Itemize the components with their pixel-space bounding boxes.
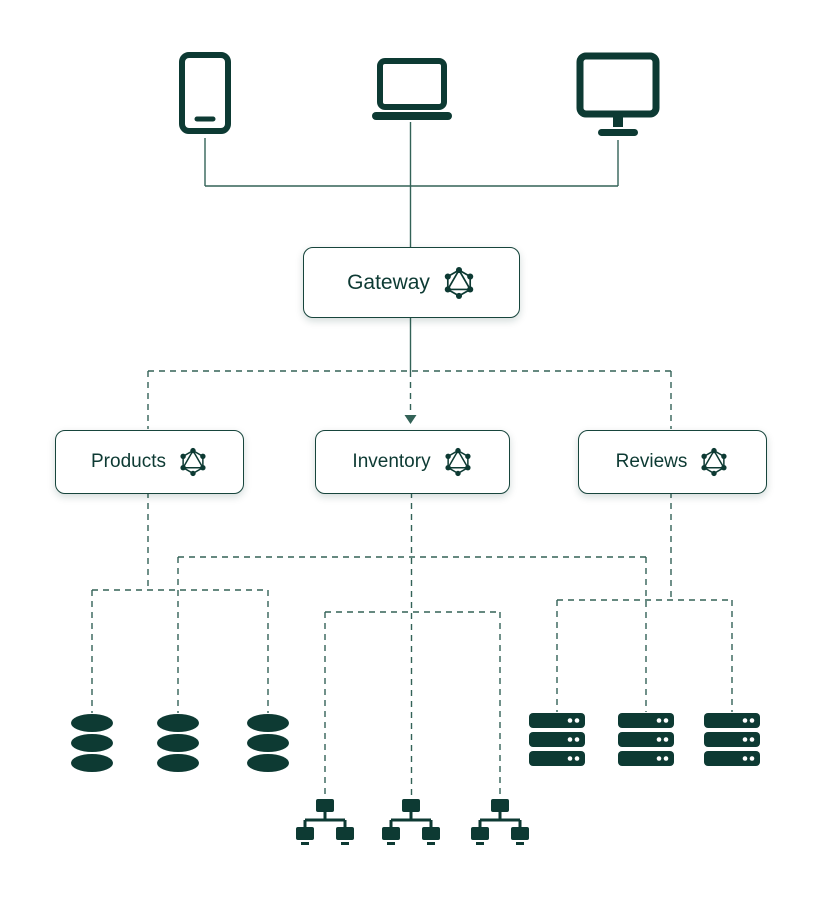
database-icon [245,714,291,772]
database-icon [155,714,201,772]
gateway-label: Gateway [347,270,430,294]
tablet-icon [177,52,233,138]
lan-network-icon [294,799,356,849]
desktop-icon [576,52,660,140]
reviews-service-node: Reviews [578,430,767,494]
graphql-icon [443,447,473,477]
reviews-label: Reviews [615,451,688,472]
graphql-icon [442,265,476,300]
inventory-label: Inventory [352,451,431,472]
products-label: Products [91,451,166,472]
server-icon [529,713,585,767]
server-icon [704,713,760,767]
graphql-icon [178,447,208,477]
laptop-icon [370,58,454,122]
inventory-service-node: Inventory [315,430,510,494]
lan-network-icon [380,799,442,849]
products-service-node: Products [55,430,244,494]
gateway-node: Gateway [303,247,520,318]
graphql-icon [699,447,729,477]
server-icon [618,713,674,767]
database-icon [69,714,115,772]
lan-network-icon [469,799,531,849]
